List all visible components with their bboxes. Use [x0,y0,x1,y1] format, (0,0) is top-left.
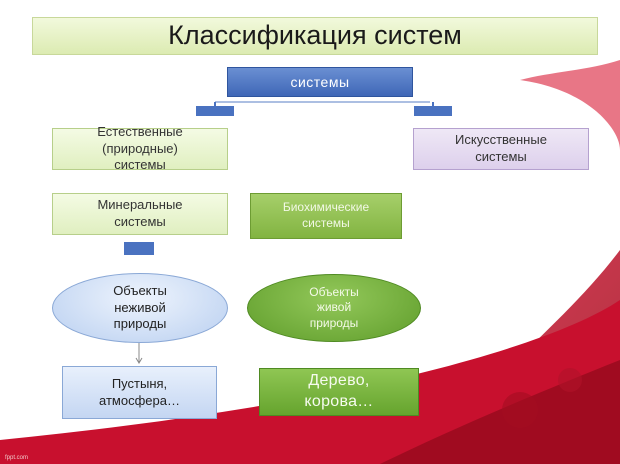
biochemical-systems-node: Биохимические системы [250,193,402,239]
node-label-line: системы [302,216,350,230]
artificial-systems-node: Искусственные системы [413,128,589,170]
node-label-line: системы [114,214,166,229]
node-label-line: системы [114,157,166,173]
nonliving-examples-node: Пустыня, атмосфера… [62,366,217,419]
watermark: fppt.com [5,455,29,461]
node-label-line: Искусственные [455,132,547,148]
arrow-to-natural [196,106,234,116]
node-label-line: Объекты [113,282,167,298]
node-label-line: корова… [304,393,374,410]
node-label-line: Биохимические [282,200,370,215]
mineral-systems-node: Минеральные системы [52,193,228,235]
node-label-line: природы [113,316,167,332]
node-label-line: неживой [114,299,166,315]
node-label-line: (природные) [102,140,178,156]
natural-systems-node: Естественные (природные) системы [52,124,228,172]
node-label-line: атмосфера… [99,392,180,408]
node-label-line: Минеральные [97,197,183,213]
root-label: системы [290,73,350,90]
title-text: Классификация систем [168,20,462,51]
page-title: Классификация систем [32,17,598,55]
node-label-line: Объекты [309,284,359,299]
node-label-line: живой [316,300,352,315]
systems-root-node: системы [227,67,413,97]
node-label-line: системы [475,149,527,164]
node-label-line: Пустыня, [111,375,168,391]
node-label-line: природы [309,315,359,330]
node-label-line: Дерево, [308,372,370,390]
living-examples-node: Дерево, корова… [259,368,419,416]
nonliving-objects-node: Объекты неживой природы [52,273,228,343]
living-objects-node: Объекты живой природы [247,274,421,342]
arrow-to-nonliving [124,242,154,255]
arrow-to-artificial [414,106,452,116]
node-label-line: Естественные [97,123,183,139]
